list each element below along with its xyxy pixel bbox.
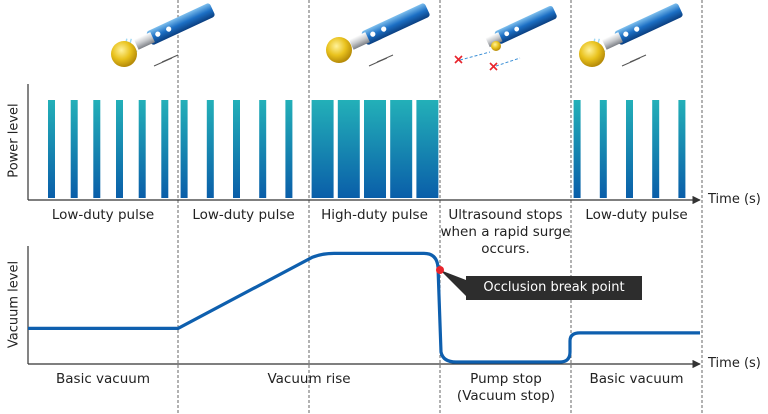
power-pulse-bar (116, 100, 123, 198)
power-phase-label-4: Ultrasound stops when a rapid surge occu… (440, 207, 571, 257)
vacuum-curve (28, 251, 700, 364)
vacuum-xlabel: Time (s) (708, 356, 761, 371)
power-pulse-bar (180, 100, 188, 198)
power-pulse-bar (337, 100, 360, 198)
power-pulse-bar (364, 100, 386, 198)
power-pulses (48, 100, 686, 198)
power-pulse-bar (678, 100, 686, 198)
power-pulse-bar (206, 100, 214, 198)
power-pulse-bar (599, 100, 607, 198)
power-pulse-bar (390, 100, 413, 198)
power-phase-label-1: Low-duty pulse (51, 207, 155, 223)
power-ylabel: Power level (6, 103, 22, 178)
power-phase-label-2: Low-duty pulse (192, 207, 295, 223)
power-pulse-bar (259, 100, 267, 198)
power-pulse-bar (573, 100, 581, 198)
power-pulse-bar (233, 100, 240, 198)
power-pulse-bar (93, 100, 101, 198)
power-pulse-bar (416, 100, 439, 198)
tip-blocked-icon (454, 5, 557, 71)
vacuum-ylabel: Vacuum level (6, 260, 22, 349)
occlusion-break-callout: Occlusion break point (466, 276, 642, 300)
power-pulse-bar (626, 100, 633, 198)
callout-pointer (440, 270, 466, 296)
power-xlabel: Time (s) (708, 192, 761, 207)
vacuum-axes (27, 246, 701, 369)
vacuum-phase-label-3: Pump stop (Vacuum stop) (456, 371, 556, 404)
power-pulse-bar (138, 100, 146, 198)
power-pulse-bar (161, 100, 169, 198)
power-phase-label-3: High-duty pulse (321, 207, 428, 223)
power-pulse-bar (652, 100, 660, 198)
power-pulse-bar (285, 100, 293, 198)
power-axes (27, 84, 701, 205)
occlusion-break-point-marker (436, 266, 444, 274)
power-pulse-bar (311, 100, 334, 198)
tip-with-lens-icon (326, 3, 430, 67)
power-pulse-bar (70, 100, 78, 198)
power-pulse-bar (48, 100, 55, 198)
vacuum-phase-label-2: Vacuum rise (267, 371, 351, 387)
tip-with-lens-icon (111, 3, 215, 67)
power-phase-label-5: Low-duty pulse (585, 207, 688, 223)
tip-with-lens-icon (579, 3, 683, 67)
vacuum-phase-label-1: Basic vacuum (56, 371, 150, 387)
vacuum-phase-label-4: Basic vacuum (589, 371, 684, 387)
